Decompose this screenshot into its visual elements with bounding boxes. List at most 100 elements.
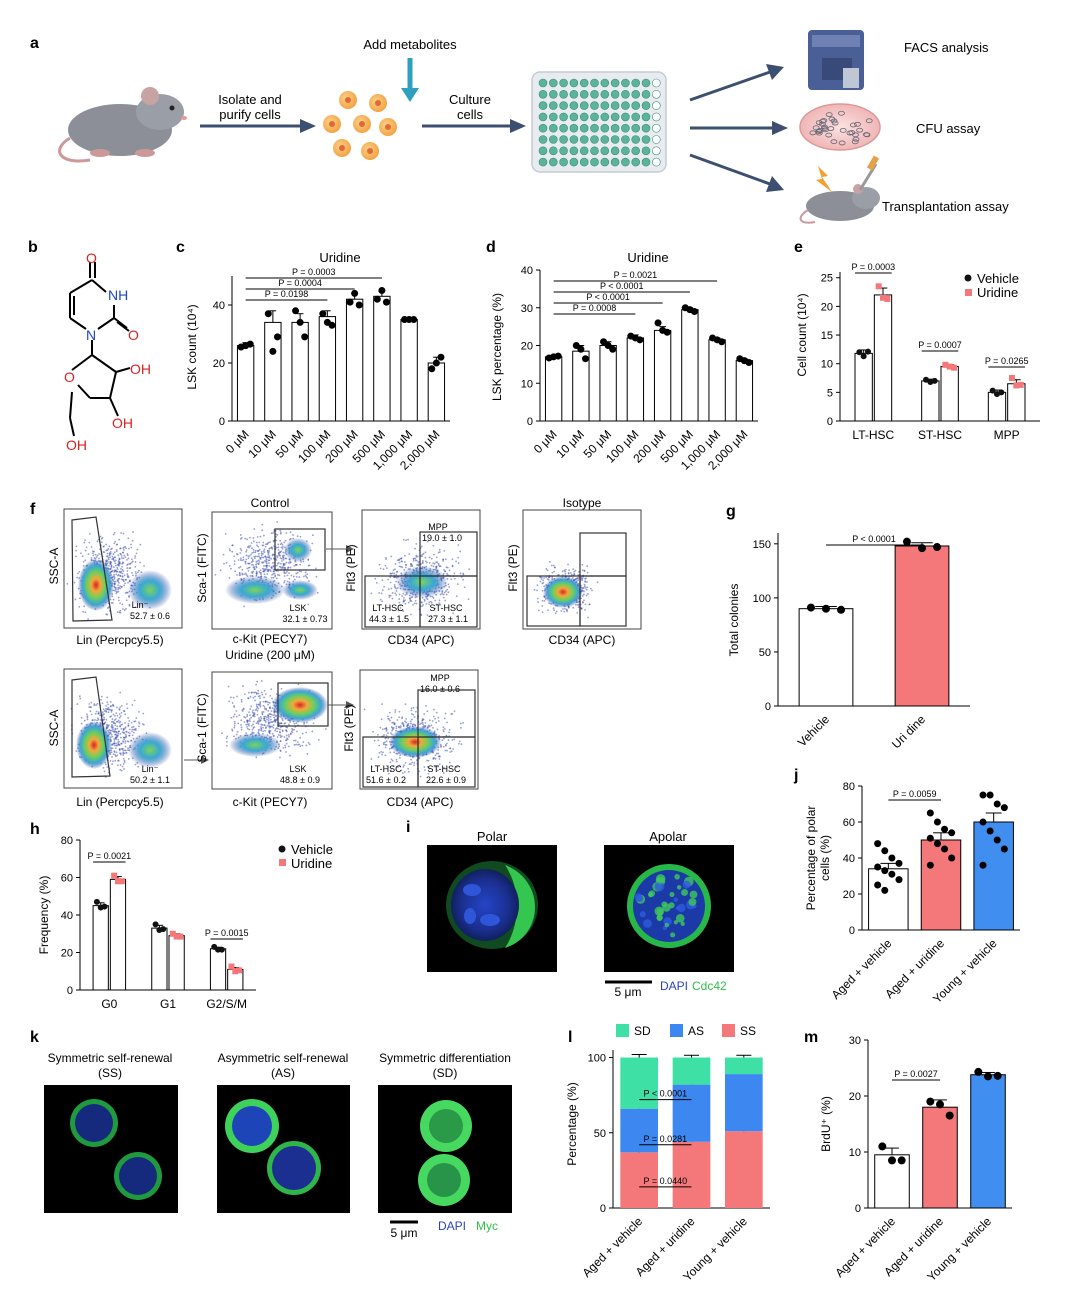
event-dot	[427, 759, 430, 762]
event-dot	[410, 707, 413, 710]
event-dot	[123, 738, 125, 741]
data-point	[806, 603, 815, 612]
event-dot	[241, 568, 244, 571]
event-dot	[582, 601, 584, 604]
event-dot	[307, 741, 310, 744]
data-point	[998, 389, 1005, 396]
event-dot	[124, 713, 127, 716]
data-point	[355, 301, 363, 309]
well	[538, 112, 548, 122]
event-dot	[265, 565, 268, 567]
event-dot	[451, 739, 454, 741]
event-dot	[417, 563, 420, 566]
well	[651, 78, 661, 88]
event-dot	[98, 553, 101, 555]
event-dot	[279, 557, 282, 560]
event-dot	[260, 729, 263, 732]
event-dot	[90, 713, 93, 716]
event-dot	[278, 554, 280, 557]
event-dot	[66, 582, 69, 585]
event-dot	[404, 615, 407, 618]
event-dot	[581, 579, 583, 581]
well	[621, 78, 630, 88]
event-dot	[125, 731, 128, 733]
event-dot	[90, 701, 93, 704]
well	[559, 157, 568, 167]
event-dot	[584, 577, 587, 580]
event-dot	[381, 579, 384, 582]
colony	[838, 140, 846, 146]
bar	[1007, 383, 1026, 422]
event-dot	[124, 722, 127, 724]
event-dot	[285, 734, 288, 737]
event-dot	[295, 572, 298, 575]
event-dot	[275, 564, 278, 567]
data-point	[945, 1111, 954, 1120]
event-dot	[248, 711, 250, 714]
event-dot	[287, 745, 290, 748]
event-dot	[324, 728, 327, 730]
well	[538, 123, 548, 133]
add-metabolites-label: Add metabolites	[363, 37, 457, 52]
event-dot	[420, 601, 423, 603]
event-dot	[110, 729, 113, 732]
event-dot	[254, 695, 256, 698]
event-dot	[462, 578, 465, 581]
event-dot	[554, 612, 557, 615]
event-dot	[119, 585, 122, 588]
well	[651, 157, 661, 167]
event-dot	[235, 710, 238, 712]
event-dot	[387, 578, 390, 581]
fluorescence-spot	[688, 897, 697, 906]
bar	[973, 821, 1014, 931]
event-dot	[257, 550, 260, 552]
well	[590, 78, 599, 88]
event-dot	[272, 561, 274, 564]
event-dot	[245, 574, 248, 576]
sd-cells	[418, 1100, 472, 1206]
event-dot	[377, 734, 379, 736]
event-dot	[134, 571, 137, 573]
event-dot	[257, 707, 260, 710]
event-dot	[279, 531, 282, 534]
event-dot	[553, 570, 555, 573]
event-dot	[120, 769, 123, 772]
event-dot	[390, 726, 393, 728]
event-dot	[260, 691, 263, 694]
event-dot	[249, 695, 252, 698]
event-dot	[259, 716, 262, 718]
event-dot	[107, 548, 110, 550]
event-dot	[569, 571, 572, 574]
event-dot	[270, 688, 273, 691]
event-dot	[282, 546, 284, 548]
event-dot	[261, 562, 264, 564]
event-dot	[249, 718, 251, 720]
event-dot	[242, 685, 244, 687]
event-dot	[115, 573, 118, 576]
event-dot	[115, 742, 118, 745]
atom-label: O	[86, 250, 97, 266]
y-axis-label: Frequency (%)	[37, 876, 51, 955]
event-dot	[230, 696, 232, 699]
legend-label: Vehicle	[291, 842, 333, 857]
uridine-structure	[69, 262, 131, 437]
event-dot	[302, 575, 305, 578]
data-point	[888, 870, 896, 878]
data-point	[860, 353, 867, 360]
p-value-label: P = 0.0003	[292, 267, 336, 277]
event-dot	[397, 609, 400, 612]
fluorescence-spot	[680, 921, 685, 926]
event-dot	[391, 759, 394, 762]
event-dot	[425, 705, 427, 707]
event-dot	[277, 574, 279, 576]
well	[569, 146, 579, 156]
event-dot	[244, 716, 247, 719]
legend-l: SD AS SS	[616, 1024, 756, 1038]
event-dot	[95, 704, 98, 706]
data-point	[918, 544, 926, 553]
cell-title: Symmetric differentiation	[379, 1051, 511, 1065]
event-dot	[124, 545, 127, 548]
event-dot	[446, 588, 449, 591]
event-dot	[282, 551, 285, 554]
